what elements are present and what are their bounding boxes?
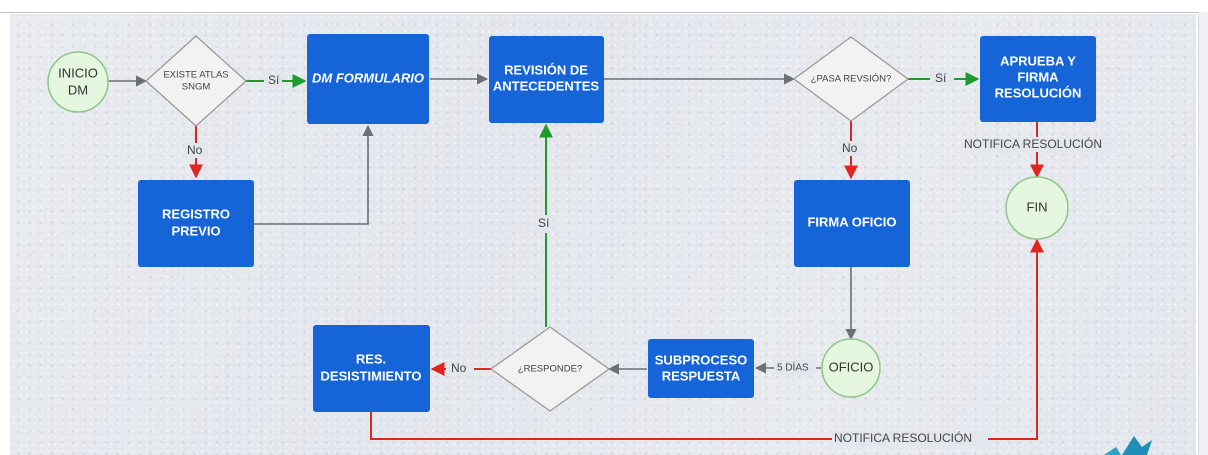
- node-inicio-line2: DM: [68, 82, 88, 97]
- node-revision-line1: REVISIÓN DE: [504, 62, 588, 77]
- node-inicio-dm[interactable]: INICIO DM: [47, 51, 109, 113]
- node-subproceso-line1: SUBPROCESO: [655, 352, 747, 367]
- label-notifica-resolucion-top: NOTIFICA RESOLUCIÓN: [964, 136, 1102, 151]
- node-aprueba-line2: FIRMA: [1017, 69, 1059, 84]
- node-revision-antecedentes[interactable]: REVISIÓN DE ANTECEDENTES: [489, 36, 604, 123]
- node-desistimiento-line1: RES.: [356, 351, 386, 366]
- node-registro-line1: REGISTRO: [162, 206, 230, 221]
- node-fin-label: FIN: [1027, 199, 1048, 214]
- node-existe-atlas-line2: SNGM: [182, 82, 211, 93]
- node-existe-atlas[interactable]: EXISTE ATLAS SNGM: [145, 35, 247, 127]
- node-oficio-label: OFICIO: [829, 359, 874, 374]
- node-inicio-line1: INICIO: [58, 65, 98, 80]
- node-pasa-revision-label: ¿PASA REVSIÓN?: [811, 74, 892, 85]
- label-no-atlas: No: [187, 143, 203, 157]
- label-si-pasa: Sí: [935, 71, 947, 85]
- label-no-pasa: No: [842, 141, 858, 155]
- node-dm-formulario[interactable]: DM FORMULARIO: [307, 34, 429, 124]
- node-aprueba-firma[interactable]: APRUEBA Y FIRMA RESOLUCIÓN: [980, 36, 1096, 122]
- label-no-responde: No: [451, 361, 467, 375]
- label-notifica-resolucion-bottom: NOTIFICA RESOLUCIÓN: [834, 430, 972, 445]
- node-existe-atlas-line1: EXISTE ATLAS: [163, 70, 228, 81]
- logo-icon: [1104, 436, 1152, 455]
- node-dm-formulario-label: DM FORMULARIO: [312, 70, 424, 85]
- edge-registro-to-formulario: [254, 124, 374, 225]
- node-revision-line2: ANTECEDENTES: [493, 78, 600, 93]
- node-firma-oficio[interactable]: FIRMA OFICIO: [794, 180, 910, 267]
- node-aprueba-line3: RESOLUCIÓN: [995, 85, 1082, 100]
- node-responde[interactable]: ¿RESPONDE?: [489, 326, 611, 412]
- label-si-atlas: Sí: [268, 73, 280, 87]
- label-cinco-dias: 5 DÍAS: [777, 361, 809, 374]
- node-responde-label: ¿RESPONDE?: [518, 364, 582, 375]
- node-subproceso-respuesta[interactable]: SUBPROCESO RESPUESTA: [648, 339, 754, 398]
- node-registro-previo[interactable]: REGISTRO PREVIO: [138, 180, 254, 267]
- top-border: [0, 12, 1208, 13]
- node-oficio[interactable]: OFICIO: [821, 338, 881, 398]
- edge-labels: Sí No Sí No Sí No 5 DÍAS NOTIFICA RESOLU…: [187, 71, 1102, 445]
- node-desistimiento-line2: DESISTIMIENTO: [321, 368, 422, 383]
- node-subproceso-line2: RESPUESTA: [662, 368, 741, 383]
- edge-desistimiento-to-fin: [370, 238, 1044, 440]
- node-pasa-revision[interactable]: ¿PASA REVSIÓN?: [792, 36, 910, 122]
- node-fin[interactable]: FIN: [1005, 176, 1069, 240]
- node-firma-oficio-label: FIRMA OFICIO: [807, 214, 896, 229]
- node-registro-line2: PREVIO: [171, 223, 220, 238]
- node-aprueba-line1: APRUEBA Y: [1000, 53, 1076, 68]
- node-res-desistimiento[interactable]: RES. DESISTIMIENTO: [313, 325, 430, 412]
- label-si-responde: Sí: [538, 216, 550, 230]
- edge-label-backgrounds: [184, 71, 1113, 446]
- vertical-scrollbar[interactable]: [1198, 12, 1208, 455]
